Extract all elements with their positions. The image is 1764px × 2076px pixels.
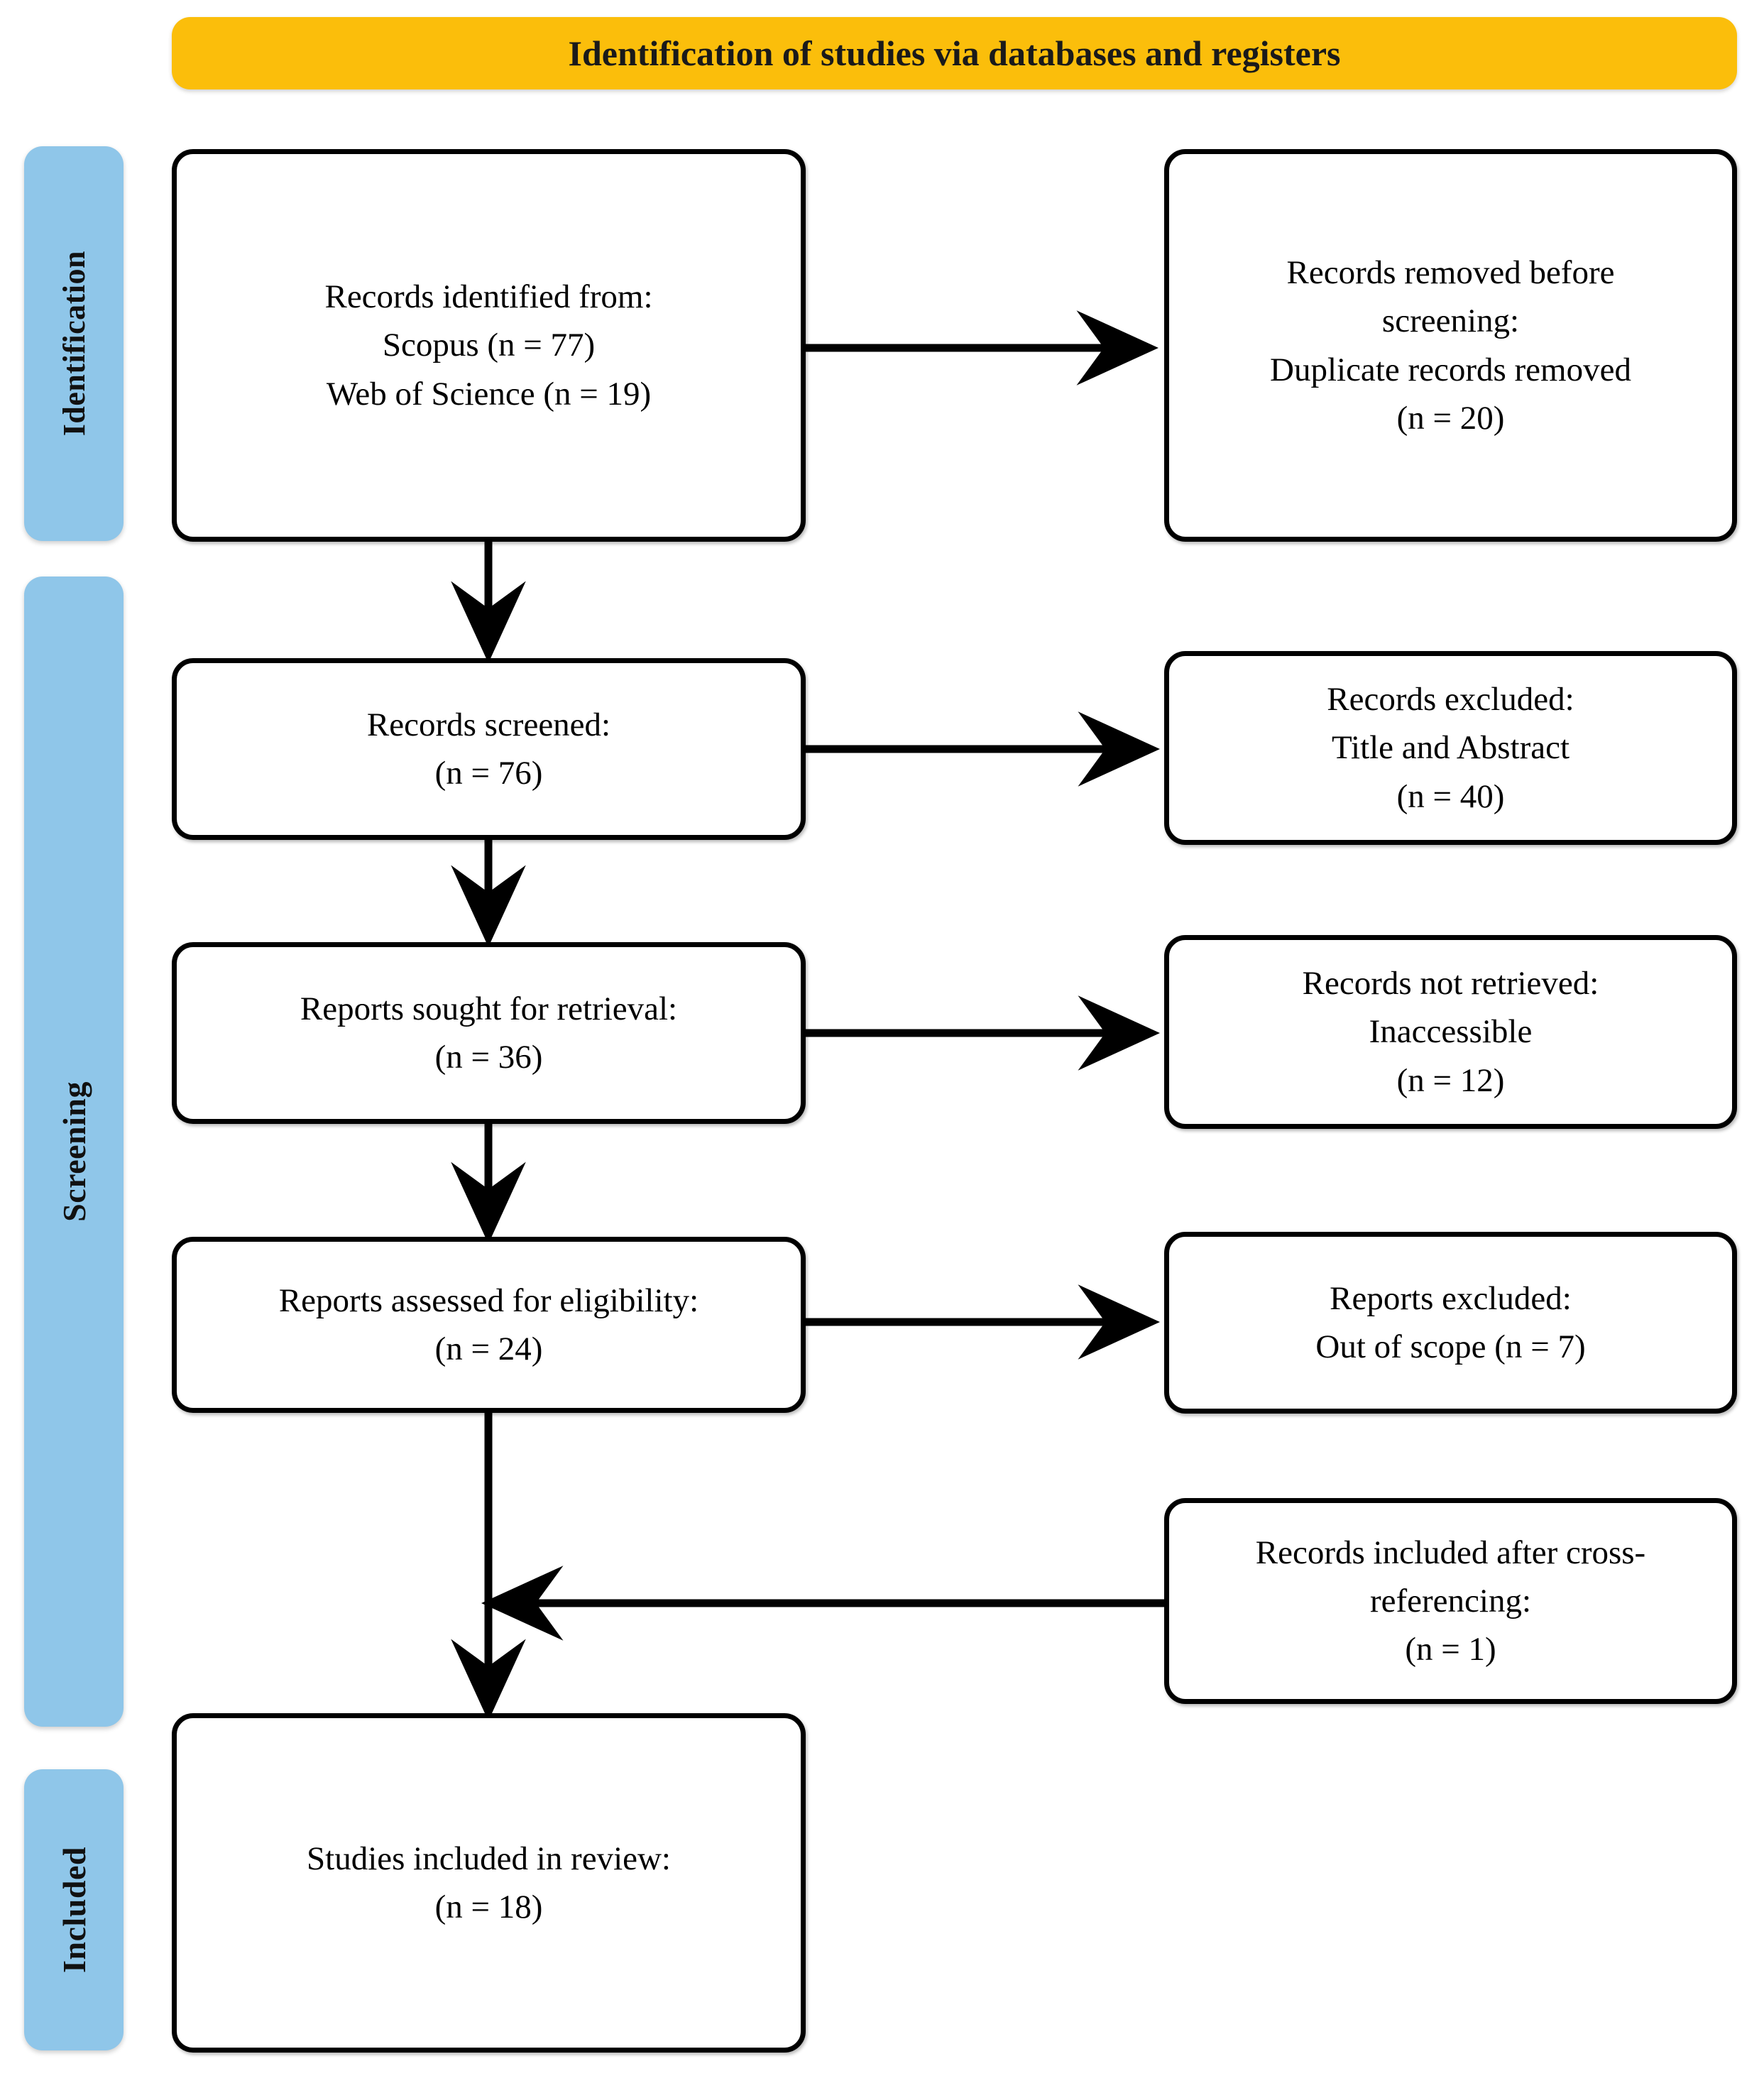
records-removed-line-3: Duplicate records removed — [1270, 351, 1631, 388]
box-records-removed-before-screening: Records removed before screening: Duplic… — [1164, 149, 1737, 542]
studies-included-line-2: (n = 18) — [434, 1889, 543, 1925]
box-reports-excluded: Reports excluded: Out of scope (n = 7) — [1164, 1232, 1737, 1414]
records-excluded-line-3: (n = 40) — [1396, 777, 1505, 815]
box-reports-assessed-for-eligibility: Reports assessed for eligibility: (n = 2… — [172, 1237, 806, 1413]
records-removed-line-2: screening: — [1381, 302, 1520, 340]
stage-label-identification: Identification — [56, 251, 92, 437]
stage-label-included: Included — [55, 1847, 92, 1973]
cross-referencing-line-3: (n = 1) — [1405, 1631, 1496, 1668]
box-records-not-retrieved: Records not retrieved: Inaccessible (n =… — [1164, 935, 1737, 1129]
records-identified-line-3: Web of Science (n = 19) — [326, 375, 652, 413]
box-reports-sought-for-retrieval: Reports sought for retrieval: (n = 36) — [172, 942, 806, 1124]
records-not-retrieved-line-3: (n = 12) — [1396, 1061, 1505, 1099]
reports-sought-line-2: (n = 36) — [434, 1039, 543, 1076]
studies-included-line-1: Studies included in review: — [307, 1840, 671, 1877]
records-excluded-line-1: Records excluded: — [1327, 681, 1574, 719]
records-screened-line-2: (n = 76) — [434, 755, 543, 792]
records-removed-line-1: Records removed before — [1286, 254, 1615, 292]
reports-sought-line-1: Reports sought for retrieval: — [300, 990, 678, 1027]
records-excluded-line-2: Title and Abstract — [1331, 729, 1570, 767]
box-records-screened: Records screened: (n = 76) — [172, 658, 806, 840]
records-screened-line-1: Records screened: — [366, 706, 611, 743]
stage-sidebar-identification: Identification — [24, 146, 124, 541]
cross-referencing-line-2: referencing: — [1369, 1582, 1531, 1619]
box-records-included-after-cross-referencing: Records included after cross- referencin… — [1164, 1498, 1737, 1704]
records-identified-line-1: Records identified from: — [324, 278, 653, 316]
reports-assessed-line-2: (n = 24) — [434, 1331, 543, 1367]
reports-excluded-line-1: Reports excluded: — [1330, 1279, 1572, 1317]
reports-assessed-line-1: Reports assessed for eligibility: — [278, 1282, 699, 1319]
reports-excluded-line-2: Out of scope (n = 7) — [1315, 1328, 1586, 1365]
box-records-identified: Records identified from: Scopus (n = 77)… — [172, 149, 806, 542]
stage-label-screening: Screening — [55, 1081, 92, 1222]
cross-referencing-line-1: Records included after cross- — [1255, 1534, 1646, 1571]
banner-title: Identification of studies via databases … — [568, 33, 1341, 73]
records-removed-line-4: (n = 20) — [1396, 399, 1505, 437]
records-not-retrieved-line-2: Inaccessible — [1369, 1013, 1533, 1051]
box-studies-included-in-review: Studies included in review: (n = 18) — [172, 1713, 806, 2053]
stage-sidebar-screening: Screening — [24, 577, 124, 1727]
banner-identification-via-databases: Identification of studies via databases … — [172, 17, 1737, 89]
records-not-retrieved-line-1: Records not retrieved: — [1302, 965, 1599, 1003]
box-records-excluded: Records excluded: Title and Abstract (n … — [1164, 651, 1737, 845]
records-identified-line-2: Scopus (n = 77) — [382, 327, 596, 364]
stage-sidebar-included: Included — [24, 1769, 124, 2050]
